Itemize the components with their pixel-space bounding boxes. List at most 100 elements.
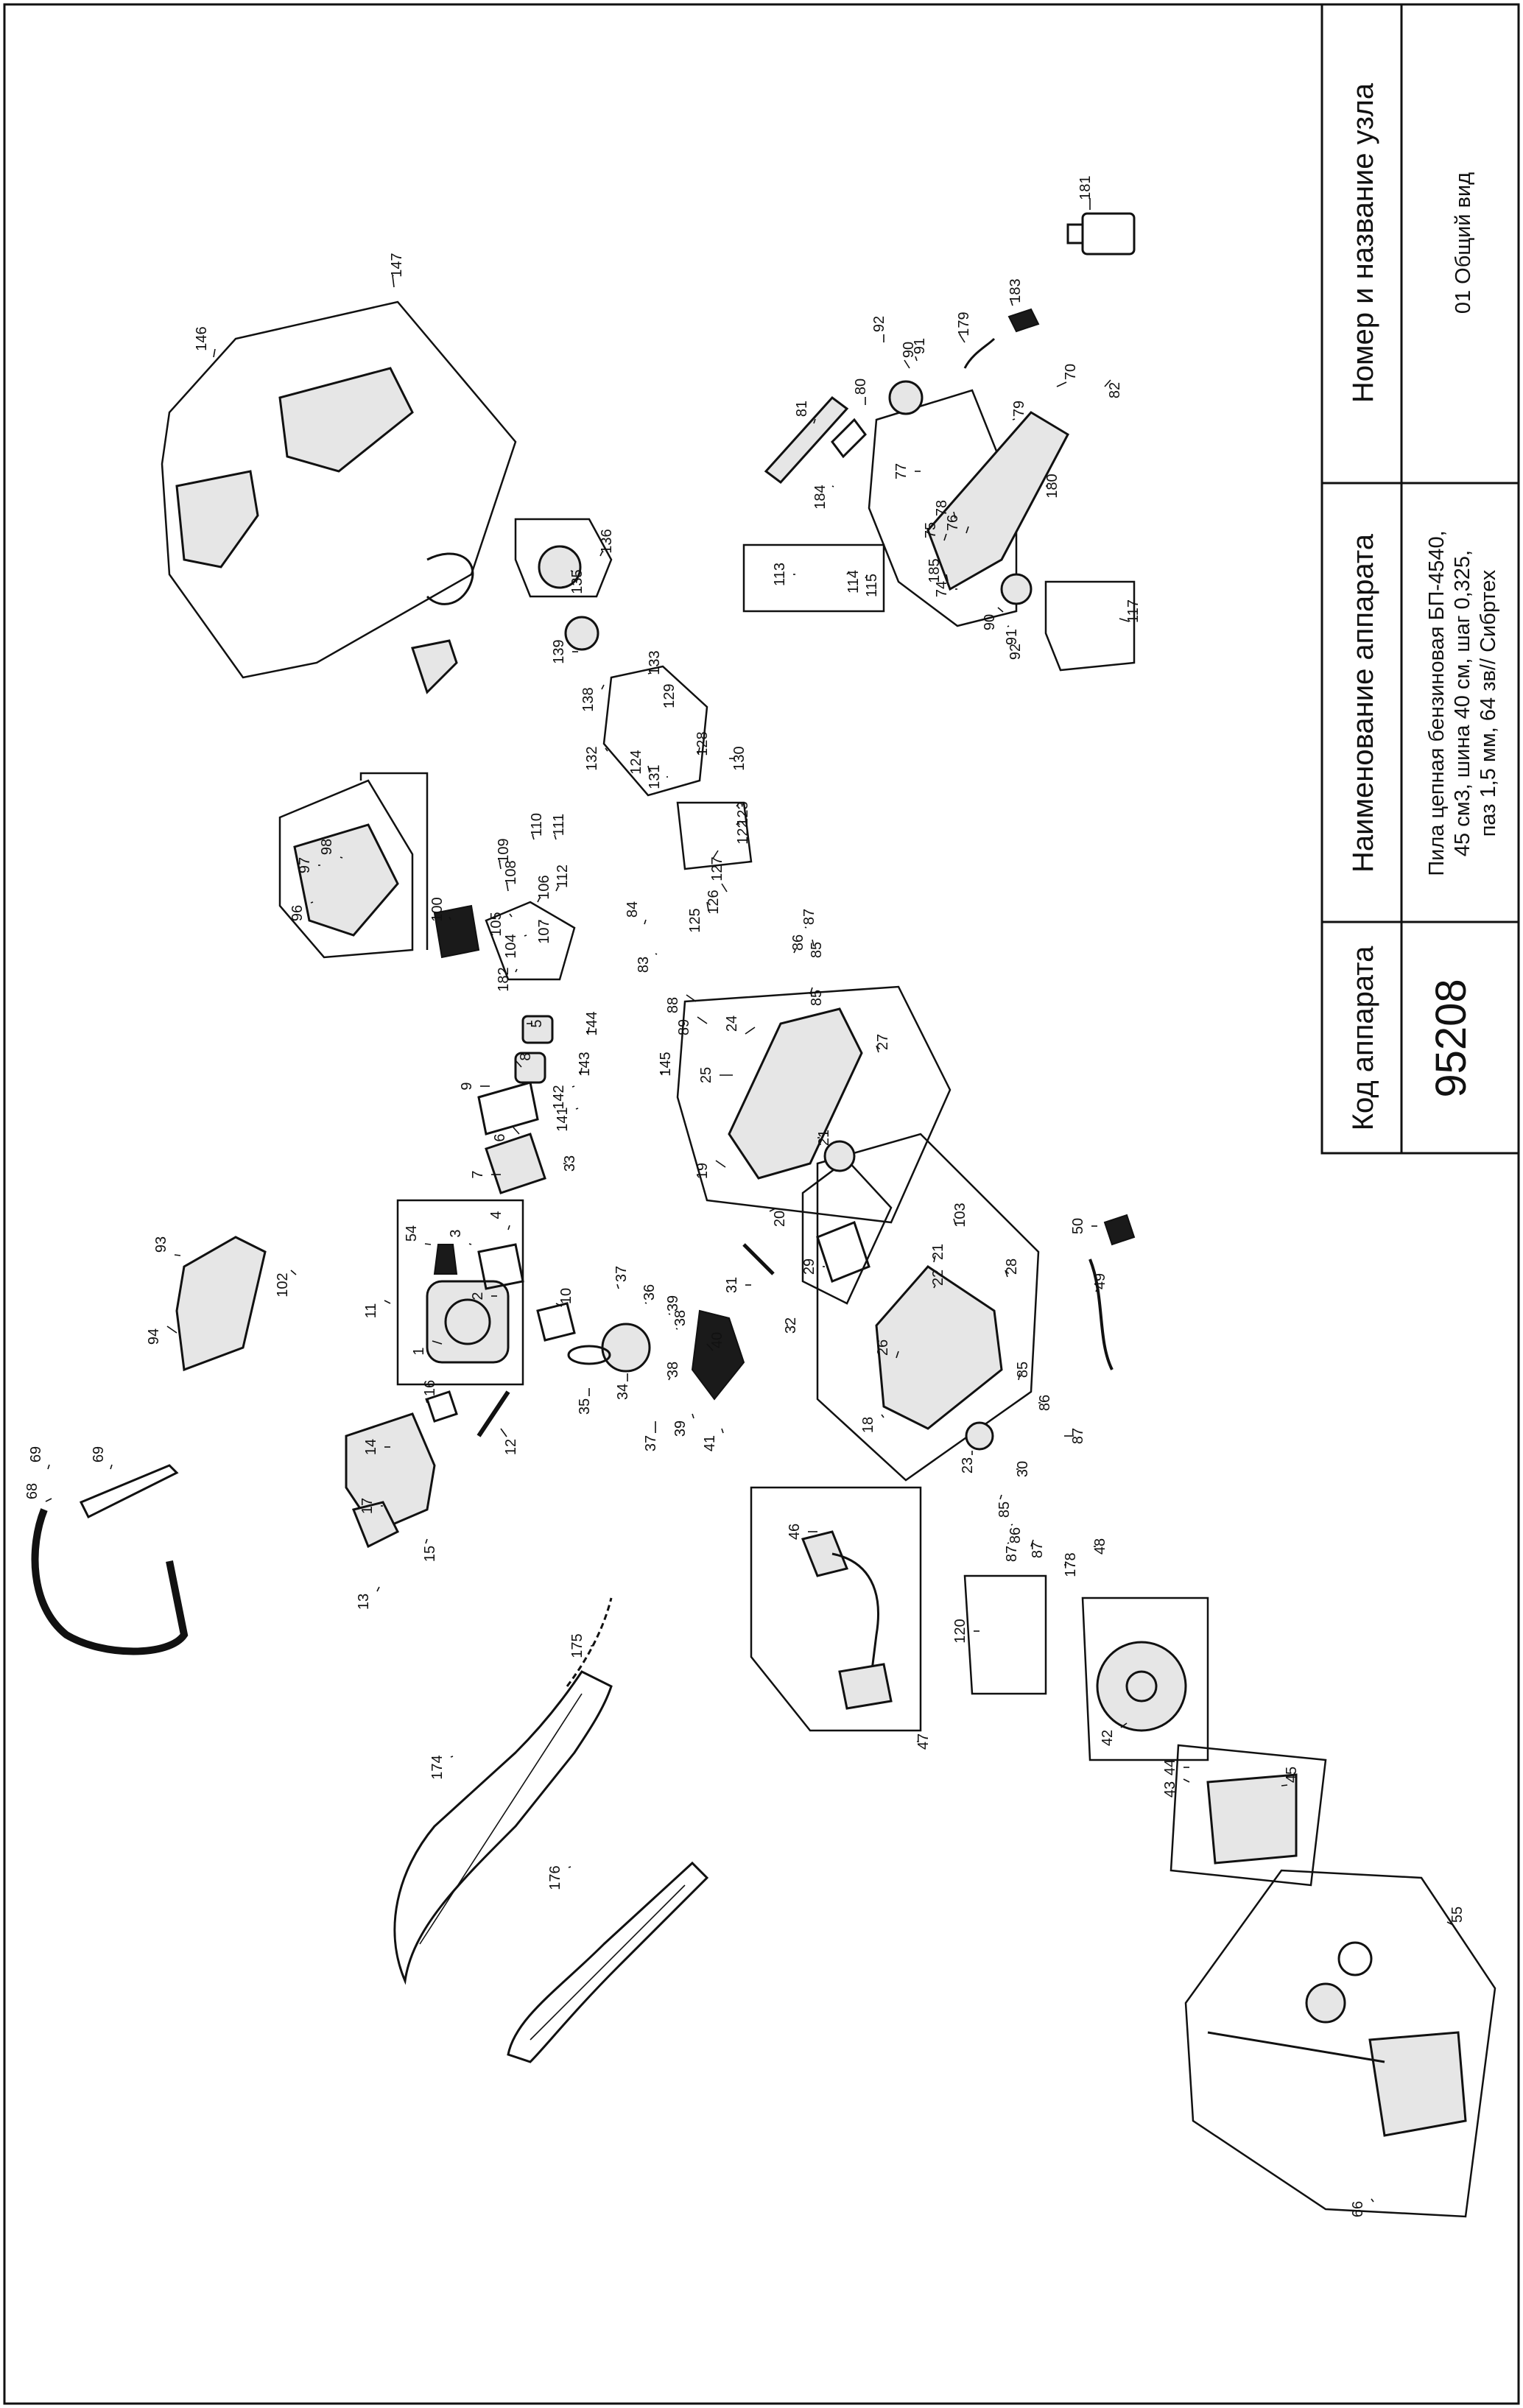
callout-leader: [1095, 1288, 1098, 1292]
callout-label: 86: [1007, 1527, 1024, 1543]
air-filter-100: [433, 904, 480, 959]
callout-label: 139: [551, 639, 567, 663]
callout-label: 11: [363, 1303, 379, 1319]
callout-leader: [946, 574, 949, 582]
callout-label: 133: [647, 650, 663, 675]
callout-label: 45: [1284, 1767, 1300, 1783]
callout-leader: [865, 574, 868, 579]
callout-label: 89: [676, 1019, 692, 1035]
muffler-plate-17: [351, 1501, 400, 1549]
callout-leader: [601, 684, 605, 690]
stud-12: [476, 1390, 510, 1437]
callout-label: 87: [1030, 1542, 1046, 1558]
group-outline-133: [602, 665, 708, 797]
callout-leader: [392, 275, 395, 288]
callout-label: 49: [1092, 1273, 1108, 1289]
callout-label: 136: [599, 529, 615, 553]
callout-leader: [554, 834, 557, 840]
callout-leader: [736, 821, 739, 825]
callout-label: 85: [996, 1502, 1013, 1518]
callout-label: 92: [871, 316, 887, 332]
code-header: Код аппарата: [1347, 946, 1379, 1130]
callout-label: 55: [1449, 1907, 1466, 1923]
callout-leader: [881, 1414, 884, 1418]
callout-label: 41: [702, 1435, 718, 1451]
callout-label: 31: [724, 1277, 740, 1293]
callout-label: 147: [389, 253, 405, 277]
callout-label: 146: [194, 326, 210, 351]
callout-label: 35: [577, 1398, 593, 1415]
callout-leader: [499, 860, 502, 870]
group-outline-45: [1169, 1744, 1327, 1887]
callout-label: 113: [772, 563, 788, 586]
callout-label: 66: [1350, 2201, 1366, 2217]
callout-leader: [1371, 2198, 1374, 2203]
callout-leader: [904, 359, 910, 369]
name-line-2: 45 см3, шина 40 см, шаг 0,325,: [1451, 550, 1474, 856]
gasket-9: [477, 1081, 539, 1136]
throttle-housing: [278, 367, 414, 473]
callout-label: 124: [628, 750, 644, 774]
callout-leader: [965, 526, 969, 534]
callout-label: 78: [934, 500, 950, 516]
callout-label: 97: [297, 857, 313, 873]
callout-leader: [432, 1340, 443, 1345]
callout-leader: [736, 803, 739, 807]
gasket-16: [426, 1390, 458, 1423]
callout-label: 90: [901, 342, 917, 358]
callout-label: 184: [812, 485, 829, 509]
sheet-border: [3, 3, 1520, 2405]
callout-label: 80: [853, 379, 869, 395]
callout-label: 103: [952, 1203, 968, 1227]
piston-34: [601, 1323, 651, 1373]
callout-leader: [537, 897, 541, 903]
group-outline-96: [278, 779, 414, 959]
callout-leader: [450, 1756, 454, 1758]
callout-leader: [697, 1016, 708, 1024]
callout-label: 108: [503, 860, 519, 884]
spark-plug-54: [433, 1244, 458, 1275]
callout-label: 85: [809, 990, 825, 1006]
callout-label: 27: [875, 1034, 891, 1050]
group-outline-1: [396, 1199, 524, 1386]
clutch-drum-90-bottom: [1000, 573, 1033, 605]
callout-leader: [896, 1351, 899, 1359]
callout-label: 47: [915, 1733, 932, 1750]
callout-label: 20: [772, 1211, 788, 1227]
callout-leader: [1104, 379, 1111, 387]
cyl-gasket-10: [536, 1302, 576, 1342]
callout-label: 112: [555, 865, 571, 888]
fuel-filter-50: [1103, 1214, 1136, 1246]
callout-label: 174: [429, 1755, 446, 1779]
group-outline-120: [963, 1574, 1047, 1695]
callout-leader: [174, 1254, 181, 1256]
callout-leader: [310, 901, 314, 904]
callout-label: 33: [562, 1155, 578, 1172]
callout-label: 29: [801, 1258, 817, 1275]
callout-leader: [793, 949, 796, 954]
callout-leader: [959, 334, 965, 343]
callout-leader: [1281, 1784, 1288, 1786]
callout-leader: [500, 1428, 507, 1437]
callout-leader: [1120, 1722, 1128, 1728]
bracket-80: [831, 418, 867, 459]
callout-label: 36: [641, 1284, 658, 1300]
callout-label: 123: [735, 801, 751, 825]
callout-leader: [915, 356, 918, 362]
callout-label: 88: [665, 997, 681, 1013]
callout-label: 79: [1011, 401, 1027, 417]
group-outline-113: [742, 543, 885, 613]
callout-label: 117: [1125, 599, 1142, 623]
callout-leader: [468, 1243, 472, 1245]
group-outline-147: [161, 300, 517, 679]
callout-label: 141: [555, 1107, 571, 1131]
tensioner-183: [1007, 308, 1040, 333]
name-line-1: Пила цепная бензиновая БП-4540,: [1425, 530, 1449, 876]
callout-label: 17: [359, 1498, 376, 1514]
callout-label: 50: [1070, 1218, 1086, 1234]
callout-label: 87: [1070, 1428, 1086, 1444]
callout-leader: [166, 1326, 177, 1334]
callout-leader: [721, 1428, 724, 1434]
seal-23: [965, 1421, 994, 1451]
saw-chain-175: [566, 1597, 613, 1687]
